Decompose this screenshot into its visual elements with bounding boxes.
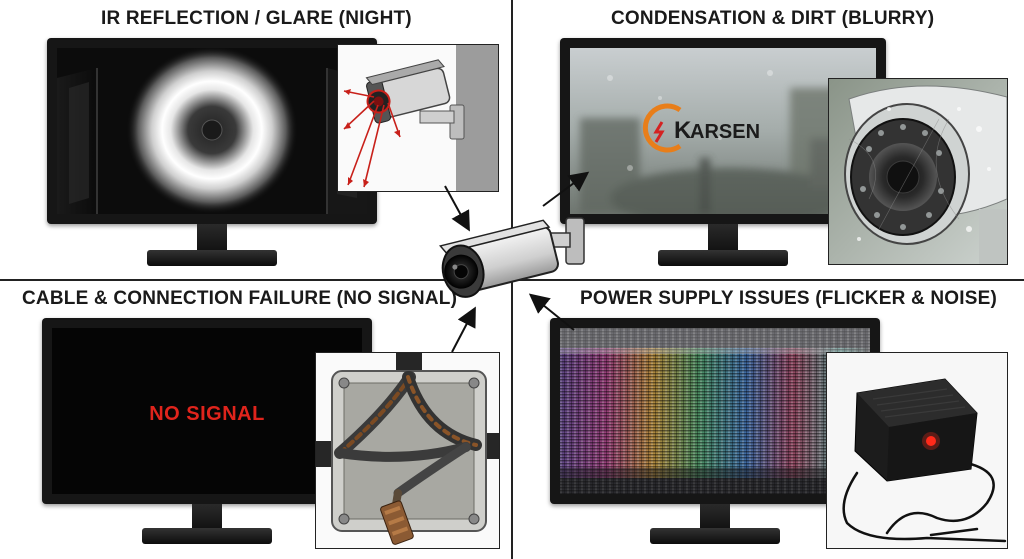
flicker-screen: [560, 328, 870, 494]
power-adapter-inset: [826, 352, 1008, 549]
flicker-monitor: [550, 318, 880, 548]
title-cable-failure: CABLE & CONNECTION FAILURE (NO SIGNAL): [22, 288, 458, 309]
title-condensation: CONDENSATION & DIRT (BLURRY): [611, 8, 935, 29]
no-signal-monitor: NO SIGNAL: [42, 318, 372, 548]
ir-camera-inset: [337, 44, 499, 192]
dirty-camera-inset: [828, 78, 1008, 265]
title-power-supply: POWER SUPPLY ISSUES (FLICKER & NOISE): [580, 288, 998, 309]
no-signal-screen: NO SIGNAL: [52, 328, 362, 494]
junction-box-inset: [315, 352, 500, 549]
logo-initial: K: [674, 117, 692, 144]
center-camera-icon: [438, 217, 585, 298]
no-signal-text: NO SIGNAL: [149, 402, 265, 425]
title-ir-reflection: IR REFLECTION / GLARE (NIGHT): [101, 8, 412, 29]
logo-text: ARSEN: [690, 121, 760, 143]
